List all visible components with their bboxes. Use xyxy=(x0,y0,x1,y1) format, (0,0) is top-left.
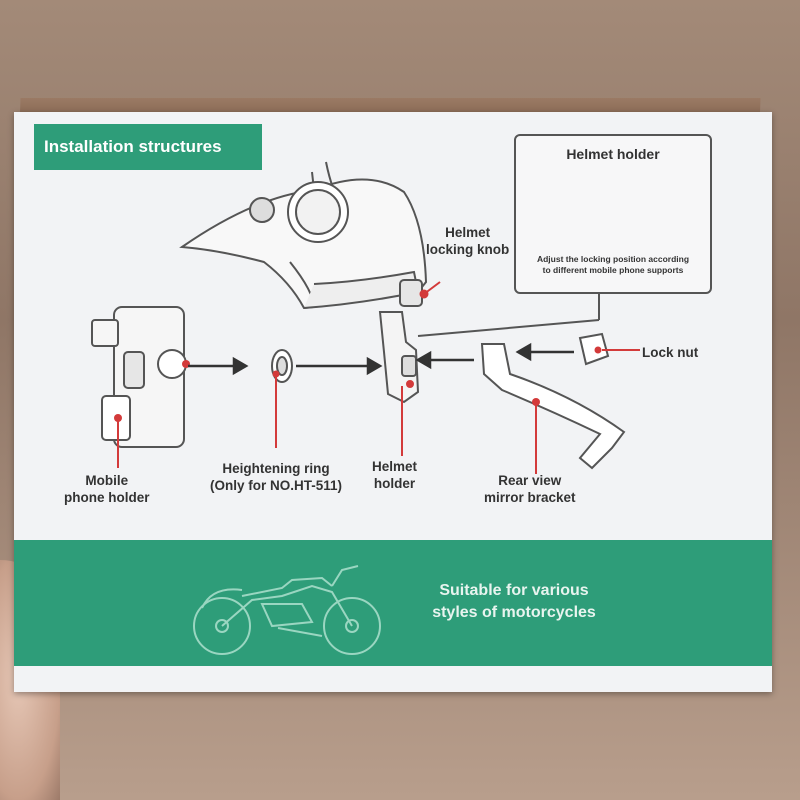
label-lock-nut: Lock nut xyxy=(642,345,699,360)
lock-nut-drawing xyxy=(578,332,610,366)
label-helmet-holder: Helmet holder xyxy=(372,459,418,491)
label-heightening-ring: Heightening ring (Only for NO.HT-511) xyxy=(210,461,343,493)
label-helmet-locking-knob: Helmet locking knob xyxy=(426,225,510,257)
callout-lines xyxy=(117,281,640,474)
helmet-holder-inset: Helmet holder Adjust the locking positio… xyxy=(514,134,712,294)
packaging-panel: Installation structures xyxy=(14,112,772,692)
helmet-to-holder-line xyxy=(417,319,600,337)
inset-note: Adjust the locking position according to… xyxy=(536,254,690,275)
banner-text: Suitable for various styles of motorcycl… xyxy=(432,582,596,621)
mirror-bracket-drawing xyxy=(480,343,626,470)
inset-title: Helmet holder xyxy=(566,146,660,162)
motorcycle-icon xyxy=(193,565,381,655)
helmet-drawing xyxy=(179,161,428,310)
assembly-arrows xyxy=(188,342,574,376)
label-rear-view-mirror-bracket: Rear view mirror bracket xyxy=(484,473,576,505)
helmet-holder-drawing xyxy=(378,311,420,404)
motorcycle-banner: Suitable for various styles of motorcycl… xyxy=(14,540,772,666)
section-title: Installation structures xyxy=(34,124,262,170)
phone-holder-drawing xyxy=(91,306,190,448)
label-mobile-phone-holder: Mobile phone holder xyxy=(64,473,150,505)
